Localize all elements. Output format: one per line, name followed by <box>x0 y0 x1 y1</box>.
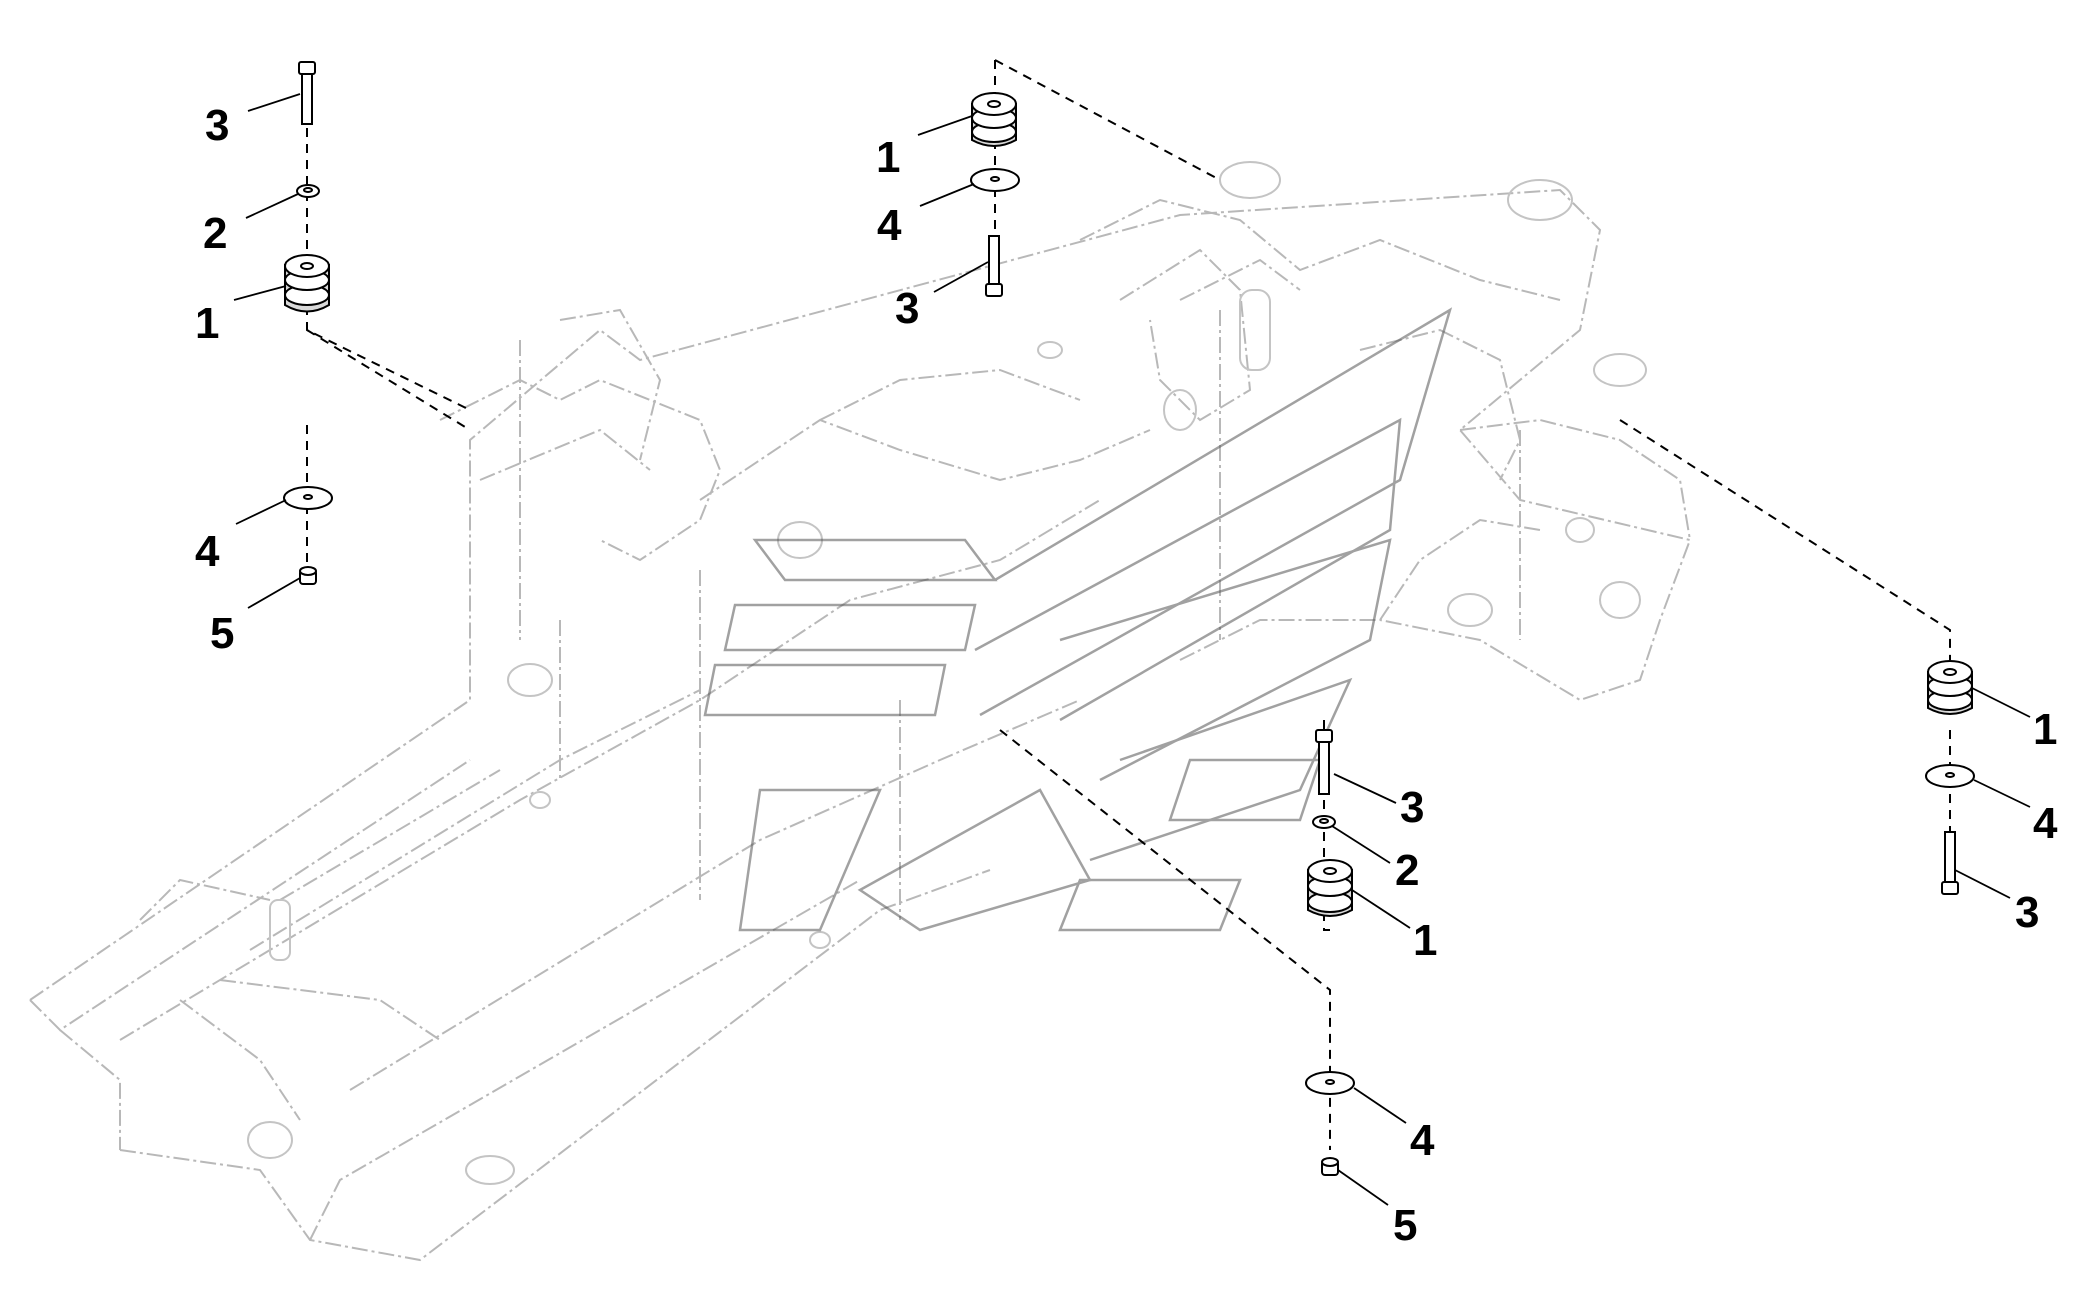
mount-assembly-bottom-center <box>1305 1071 1355 1176</box>
callout-bolt-right: 3 <box>2015 888 2039 937</box>
flat-washer-part[interactable] <box>1305 1071 1355 1095</box>
rubber-mount-part[interactable] <box>971 92 1017 147</box>
chassis-frame <box>29 161 1692 1262</box>
bolt-part[interactable] <box>298 61 316 125</box>
callout-washer-top-center: 4 <box>877 201 902 250</box>
flat-washer-part[interactable] <box>970 168 1020 192</box>
mount-assembly-top-center <box>970 92 1020 297</box>
callout-bolt-top-center: 3 <box>895 284 919 333</box>
rubber-mount-part[interactable] <box>1307 859 1353 917</box>
lock-washer-part[interactable] <box>1312 815 1336 829</box>
bolt-part[interactable] <box>1941 831 1959 895</box>
flat-washer-part[interactable] <box>283 486 333 510</box>
callout-mount-top-left: 1 <box>195 299 219 348</box>
callout-mount-top-center: 1 <box>876 133 900 182</box>
flat-washer-part[interactable] <box>1925 764 1975 788</box>
rubber-mount-part[interactable] <box>1927 660 1973 715</box>
callout-washer-mid-left: 4 <box>195 527 220 576</box>
lock-washer-part[interactable] <box>296 184 320 198</box>
rubber-mount-part[interactable] <box>284 254 330 313</box>
mount-assembly-top-left <box>284 61 330 313</box>
callout-washer-bottom-center: 4 <box>1410 1116 1435 1165</box>
callout-nut-bottom-center: 5 <box>1393 1201 1417 1250</box>
bolt-part[interactable] <box>1315 729 1333 795</box>
nut-part[interactable] <box>299 566 317 585</box>
callout-bolt-top-left: 3 <box>205 101 229 150</box>
mount-assembly-mid-left <box>283 486 333 585</box>
nut-part[interactable] <box>1321 1157 1339 1176</box>
mount-assembly-center-right <box>1307 729 1353 917</box>
callout-mount-right: 1 <box>2033 705 2057 754</box>
callout-washer-center-right: 2 <box>1395 846 1419 895</box>
mount-assembly-right <box>1925 660 1975 895</box>
bolt-part[interactable] <box>985 235 1003 297</box>
callout-nut-mid-left: 5 <box>210 609 234 658</box>
callout-washer-top-left: 2 <box>203 209 227 258</box>
callout-labels: 3 2 1 4 5 1 4 3 3 2 1 4 5 1 4 3 <box>195 101 2058 1250</box>
leader-lines <box>233 93 2031 1206</box>
watermark-logo <box>703 307 1453 932</box>
assembly-guides <box>306 59 1951 1150</box>
callout-bolt-center-right: 3 <box>1400 783 1424 832</box>
callout-mount-center-right: 1 <box>1413 916 1437 965</box>
callout-washer-right: 4 <box>2033 799 2058 848</box>
